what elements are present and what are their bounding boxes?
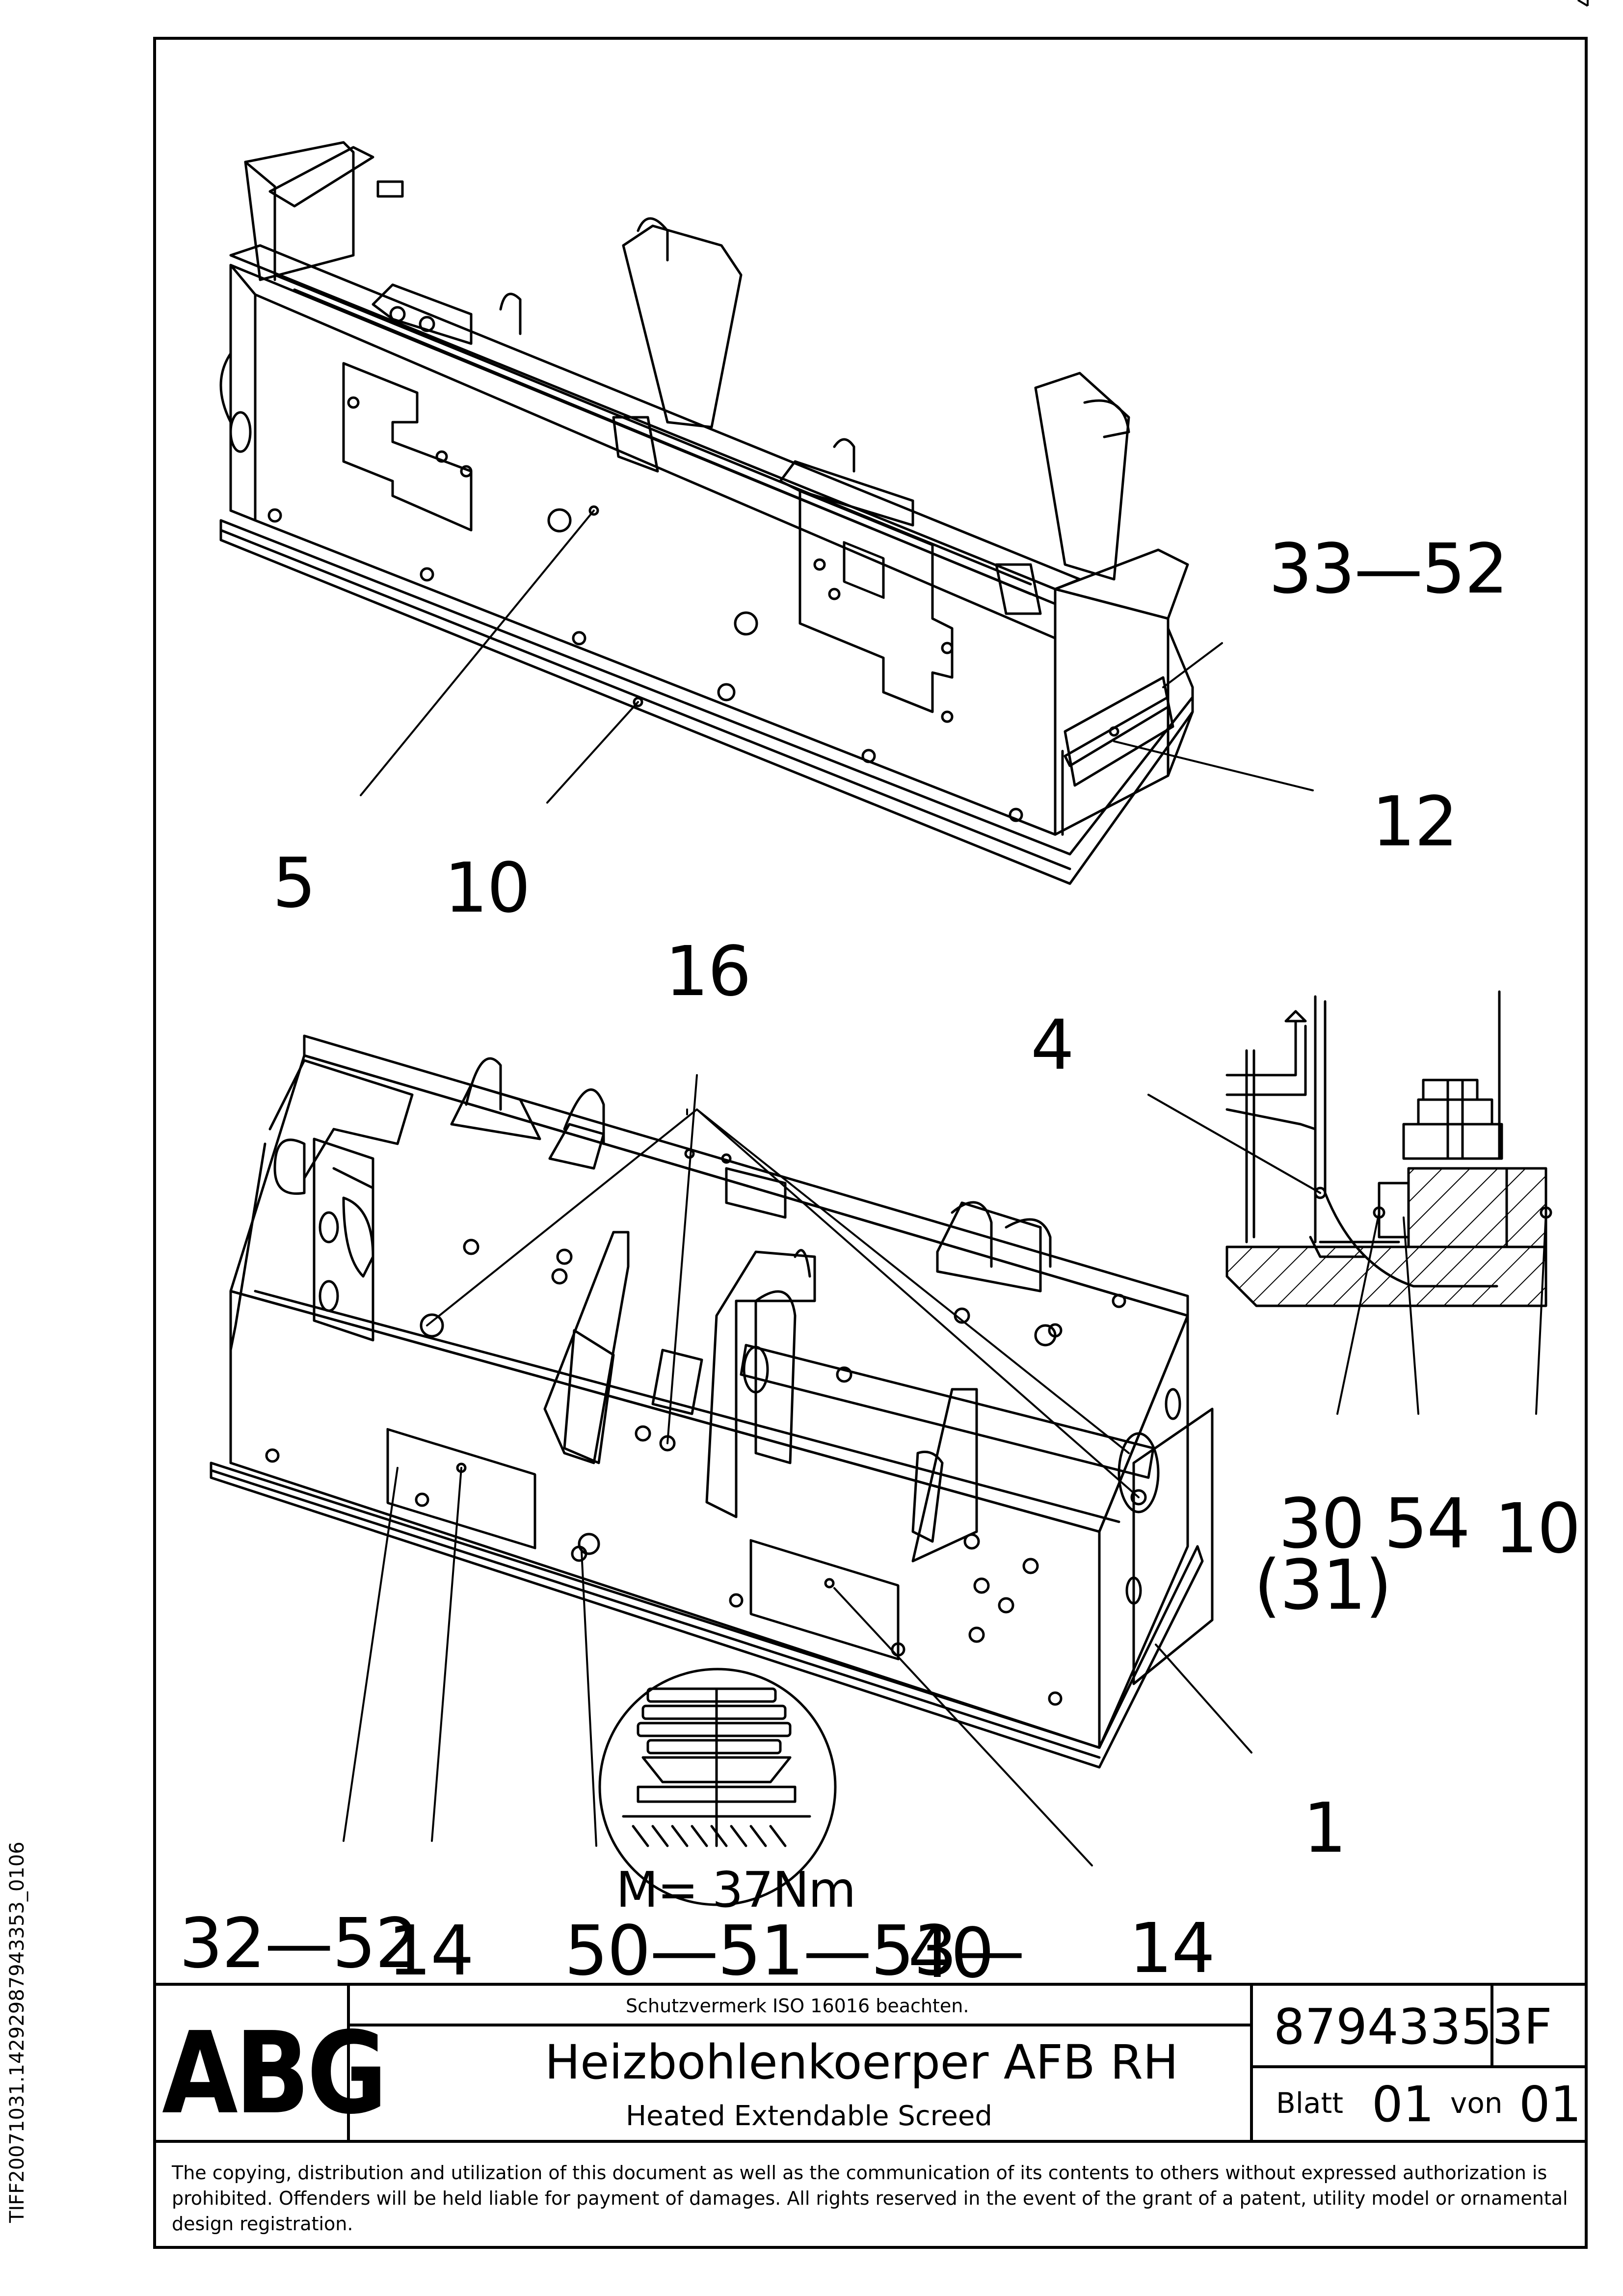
callout-50-51-53: 50—51—53—	[564, 1911, 1025, 1991]
callout-14-left: 14	[388, 1911, 474, 1991]
callout-10-top: 10	[444, 848, 531, 928]
sheet-total: 01	[1519, 2076, 1582, 2133]
callout-31: (31)	[1254, 1545, 1392, 1625]
callout-32-52: 32—52	[179, 1904, 419, 1984]
callout-30: 30	[1278, 1484, 1365, 1564]
part-number: 87943353	[1274, 1998, 1523, 2055]
cover-plate-left	[386, 1428, 536, 1549]
cover-plate-right	[749, 1539, 900, 1661]
callout-5: 5	[272, 843, 316, 923]
callout-1: 1	[1303, 1788, 1347, 1868]
callout-4: 4	[1031, 1005, 1074, 1085]
of-label: von	[1450, 2086, 1503, 2120]
drawing-title-en: Heated Extendable Screed	[626, 2100, 992, 2132]
copyright-notice: The copying, distribution and utilizatio…	[172, 2162, 1568, 2235]
revision: F	[1524, 1998, 1552, 2055]
sheet-label: Blatt	[1276, 2086, 1343, 2120]
callout-16: 16	[665, 932, 751, 1012]
callout-10-detail: 10	[1494, 1489, 1581, 1569]
torque-label: M= 37Nm	[616, 1861, 856, 1918]
callout-40: 40	[908, 1914, 994, 1994]
protection-note: Schutzvermerk ISO 16016 beachten.	[626, 1995, 969, 2017]
abg-logo: ABG	[162, 2008, 387, 2139]
title-block	[153, 1983, 1588, 2143]
callout-12: 12	[1372, 782, 1458, 862]
sheet-number: 01	[1372, 2076, 1435, 2133]
screed-top-view	[219, 141, 1194, 885]
screed-bottom-view	[210, 1034, 1214, 1769]
leaders-top-view	[360, 510, 1314, 804]
torque-detail	[598, 1668, 837, 1906]
callout-33-52: 33—52	[1269, 529, 1508, 609]
detail-section	[1147, 990, 1552, 1415]
sheet-frame	[153, 37, 1588, 2249]
drawing-title-de: Heizbohlenkoerper AFB RH	[545, 2035, 1178, 2090]
leaders-bottom-view	[343, 1074, 1321, 1866]
callout-14-right: 14	[1129, 1909, 1215, 1989]
callout-54: 54	[1384, 1484, 1470, 1564]
